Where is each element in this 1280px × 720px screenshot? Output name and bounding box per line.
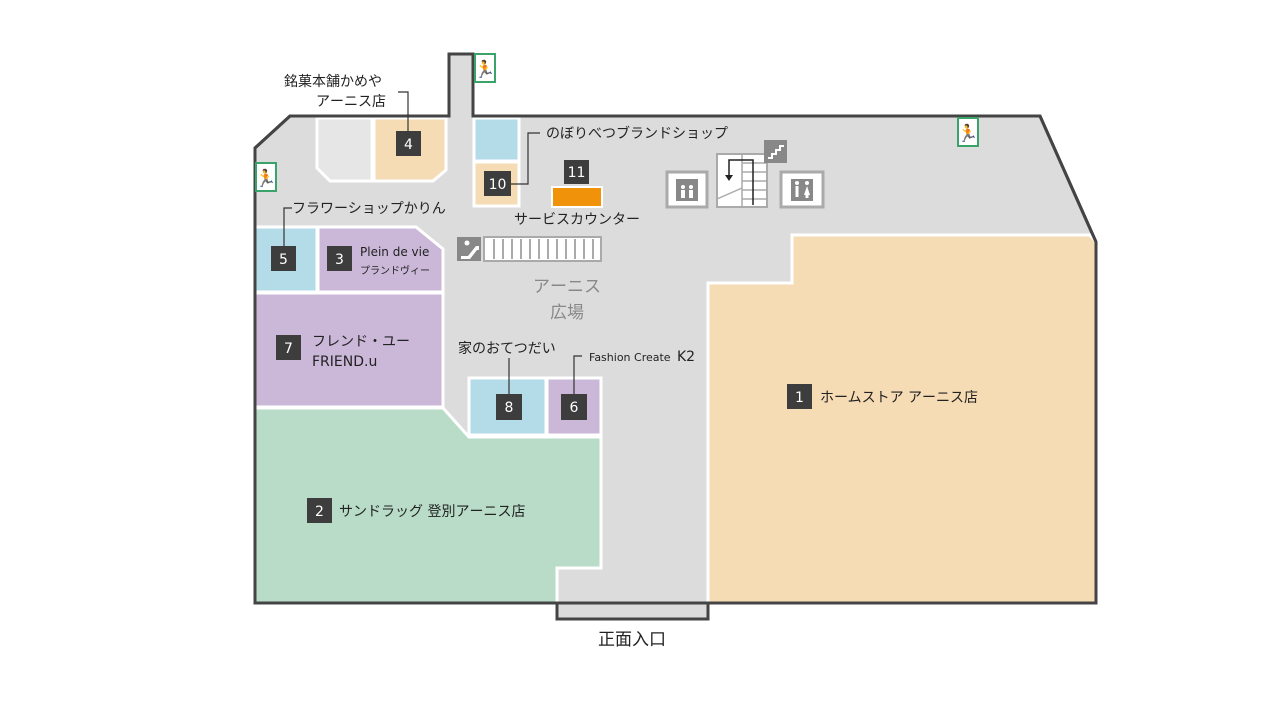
shop-3-sub: プランドヴィー: [360, 264, 430, 277]
shop-1[interactable]: [706, 233, 1098, 605]
marker-4: 4: [396, 131, 421, 156]
marker-8: 8: [496, 394, 522, 420]
shop-5-name: フラワーショップかりん: [292, 201, 446, 217]
svg-text:3: 3: [335, 252, 344, 268]
shop-6-name: Fashion Create: [589, 351, 671, 364]
marker-5: 5: [271, 246, 296, 271]
plaza-name-2: 広場: [550, 303, 584, 323]
shop-11-name: サービスカウンター: [514, 212, 640, 228]
shop-1-name: ホームストア アーニス店: [820, 390, 978, 406]
escalator-icon: [457, 237, 481, 261]
marker-1: 1: [787, 384, 812, 409]
marker-10: 10: [484, 171, 511, 196]
plaza-name: アーニス: [533, 277, 601, 297]
shop-10-name: のぼりべつブランドショップ: [546, 125, 728, 142]
svg-text:🏃: 🏃: [957, 123, 978, 144]
svg-text:2: 2: [315, 504, 324, 520]
marker-7: 7: [276, 335, 301, 360]
marker-11: 11: [564, 160, 589, 184]
restroom-icon: [779, 170, 825, 209]
svg-text:1: 1: [795, 390, 804, 406]
shop-3[interactable]: [316, 225, 445, 294]
marker-3: 3: [327, 246, 352, 271]
svg-text:6: 6: [570, 400, 579, 416]
emergency-exit-icon: 🏃: [255, 162, 277, 192]
main-entrance-label: 正面入口: [598, 630, 666, 650]
marker-2: 2: [307, 498, 332, 523]
emergency-exit-icon: 🏃: [957, 117, 979, 147]
shop-2-name: サンドラッグ 登別アーニス店: [339, 504, 525, 520]
room-blue-top: [472, 116, 521, 163]
marker-6: 6: [561, 394, 587, 420]
shop-4-name-2: アーニス店: [316, 94, 386, 110]
svg-text:7: 7: [284, 341, 293, 357]
shop-3-name: Plein de vie: [360, 245, 429, 259]
shop-4-name: 銘菓本舗かめや: [284, 74, 382, 90]
stairs: [716, 153, 768, 208]
svg-text:8: 8: [505, 400, 514, 416]
escalator: [483, 236, 602, 262]
stairs-icon: [764, 140, 787, 163]
svg-text:🏃: 🏃: [255, 168, 276, 189]
elevator-icon: [665, 170, 709, 209]
shop-6-name-suffix: K2: [677, 349, 695, 365]
svg-text:🏃: 🏃: [474, 59, 495, 80]
shop-7-name: フレンド・ユー: [312, 334, 410, 350]
svg-text:10: 10: [489, 177, 507, 193]
shop-7[interactable]: [253, 291, 445, 409]
svg-text:5: 5: [279, 252, 288, 268]
room-unlabeled: [315, 116, 374, 183]
svg-text:11: 11: [568, 165, 586, 181]
emergency-exit-icon: 🏃: [474, 53, 496, 83]
shop-8-name: 家のおてつだい: [458, 340, 556, 357]
shop-7-name-2: FRIEND.u: [312, 354, 377, 370]
svg-text:4: 4: [404, 137, 413, 153]
service-counter[interactable]: [551, 186, 603, 208]
